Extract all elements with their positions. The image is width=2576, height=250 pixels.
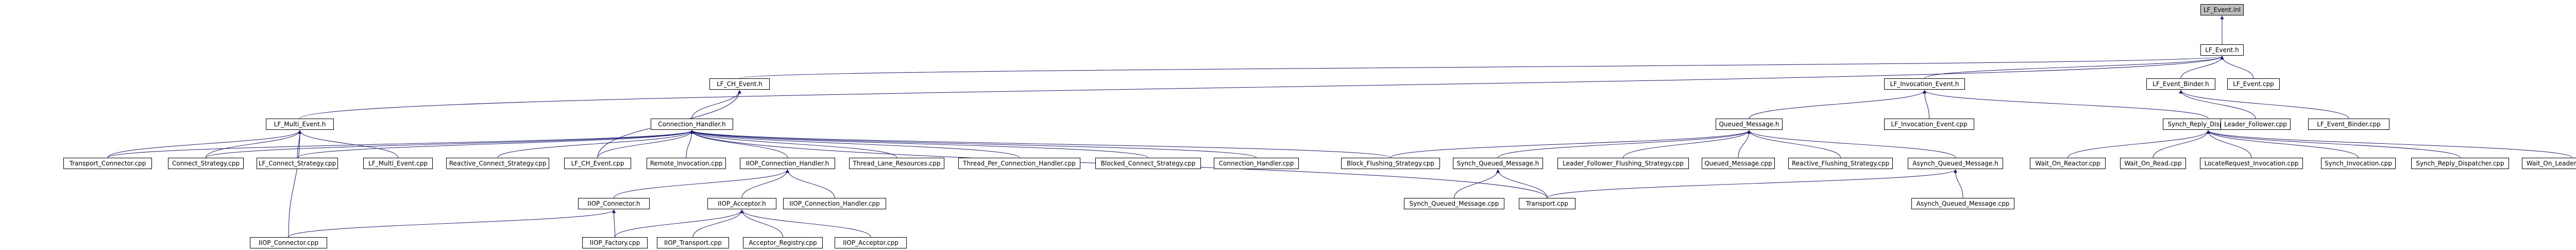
edge-wait-on-leader-follower-cpp-to-synch-reply-dispatcher-h — [2206, 130, 2572, 158]
edge-acceptor-registry-cpp-to-iiop-acceptor-h — [740, 209, 783, 238]
edge-iiop-acceptor-h-to-iiop-connection-handler-h — [741, 169, 789, 198]
edge-iiop-factory-cpp-to-iiop-acceptor-h — [615, 209, 744, 238]
edge-reactive-flushing-strategy-cpp-to-queued-message-h — [1747, 130, 1841, 158]
edge-synch-reply-dispatcher-h-to-lf-invocation-event-h — [1923, 90, 2209, 119]
edge-localerequest-invocation-cpp-to-synch-reply-dispatcher-h — [2206, 130, 2252, 158]
graph-node-synch-reply-dispatcher-cpp[interactable]: Synch_Reply_Dispatcher.cpp — [2411, 158, 2509, 169]
graph-node-lf-ch-event-cpp[interactable]: LF_CH_Event.cpp — [564, 158, 631, 169]
graph-node-iiop-transport-cpp[interactable]: IIOP_Transport.cpp — [657, 237, 729, 248]
edge-iiop-connector-cpp-to-lf-multi-event-h — [288, 130, 302, 238]
graph-node-asynch-queued-message-cpp[interactable]: Asynch_Queued_Message.cpp — [1911, 198, 2014, 209]
edge-iiop-acceptor-cpp-to-iiop-acceptor-h — [740, 209, 871, 238]
edge-iiop-connector-cpp-to-iiop-connector-h — [288, 209, 616, 238]
edge-reactive-connect-strategy-cpp-to-connection-handler-h — [497, 130, 694, 158]
edge-iiop-factory-cpp-to-iiop-connector-h — [612, 209, 616, 238]
graph-node-queued-message-h[interactable]: Queued_Message.h — [1716, 119, 1783, 130]
edge-wait-on-reactor-cpp-to-synch-reply-dispatcher-h — [2067, 130, 2210, 158]
graph-node-lf-event-cpp[interactable]: LF_Event.cpp — [2227, 78, 2280, 90]
graph-node-leader-follower-cpp[interactable]: Leader_Follower.cpp — [2221, 119, 2291, 130]
graph-node-thread-lane-resources-cpp[interactable]: Thread_Lane_Resources.cpp — [849, 158, 944, 169]
graph-node-iiop-connector-cpp[interactable]: IIOP_Connector.cpp — [250, 237, 327, 248]
edge-lf-multi-event-h-to-lf-event-h — [299, 56, 2224, 119]
edge-transport-connector-cpp-to-lf-multi-event-h — [107, 130, 302, 158]
graph-node-block-flushing-strategy-cpp[interactable]: Block_Flushing_Strategy.cpp — [1341, 158, 1440, 169]
graph-node-lf-event-binder-h[interactable]: LF_Event_Binder.h — [2146, 78, 2215, 90]
edge-connection-handler-cpp-to-connection-handler-h — [690, 130, 1257, 158]
graph-node-transport-connector-cpp[interactable]: Transport_Connector.cpp — [63, 158, 152, 169]
edge-thread-lane-resources-cpp-to-connection-handler-h — [690, 130, 897, 158]
graph-node-iiop-connection-handler-cpp[interactable]: IIOP_Connection_Handler.cpp — [783, 198, 886, 209]
edge-blocked-connect-strategy-cpp-to-connection-handler-h — [690, 130, 1148, 158]
graph-node-lf-event-binder-cpp[interactable]: LF_Event_Binder.cpp — [2308, 119, 2389, 130]
edge-synch-invocation-cpp-to-synch-reply-dispatcher-h — [2206, 130, 2359, 158]
graph-node-lf-connect-strategy-cpp[interactable]: LF_Connect_Strategy.cpp — [257, 158, 338, 169]
edge-synch-queued-message-h-to-queued-message-h — [1498, 130, 1751, 158]
edge-connect-strategy-cpp-to-lf-multi-event-h — [206, 130, 302, 158]
graph-node-transport-cpp[interactable]: Transport.cpp — [1519, 198, 1575, 209]
edge-thread-per-connection-handler-cpp-to-connection-handler-h — [690, 130, 1020, 158]
graph-node-iiop-connector-h[interactable]: IIOP_Connector.h — [578, 198, 650, 209]
graph-node-lf-multi-event-h[interactable]: LF_Multi_Event.h — [266, 119, 334, 130]
edge-queued-message-h-to-lf-invocation-event-h — [1749, 90, 1926, 119]
graph-node-lf-event-inl[interactable]: LF_Event.inl — [2200, 4, 2244, 15]
graph-node-asynch-queued-message-h[interactable]: Asynch_Queued_Message.h — [1908, 158, 2003, 169]
graph-node-lf-event-h[interactable]: LF_Event.h — [2200, 44, 2244, 56]
graph-node-wait-on-leader-follower-cpp[interactable]: Wait_On_Leader_Follower.cpp — [2522, 158, 2576, 169]
edge-leader-follower-cpp-to-lf-event-binder-h — [2179, 90, 2256, 119]
graph-node-blocked-connect-strategy-cpp[interactable]: Blocked_Connect_Strategy.cpp — [1095, 158, 1201, 169]
edge-lf-ch-event-cpp-to-connection-handler-h — [597, 130, 694, 158]
edge-queued-message-cpp-to-queued-message-h — [1738, 130, 1751, 158]
graph-node-connection-handler-h[interactable]: Connection_Handler.h — [651, 119, 733, 130]
edge-lf-multi-event-cpp-to-lf-multi-event-h — [298, 130, 398, 158]
graph-node-lf-multi-event-cpp[interactable]: LF_Multi_Event.cpp — [363, 158, 433, 169]
graph-node-synch-invocation-cpp[interactable]: Synch_Invocation.cpp — [2321, 158, 2396, 169]
edge-transport-cpp-to-asynch-queued-message-h — [1547, 169, 1957, 198]
edge-lf-cf-event-h-to-lf-event-h — [739, 56, 2224, 79]
graph-node-lf-invocation-event-h[interactable]: LF_Invocation_Event.h — [1884, 78, 1965, 90]
edge-asynch-queued-message-cpp-to-asynch-queued-message-h — [1954, 169, 1963, 198]
edge-transport-connector-cpp-to-connection-handler-h — [107, 130, 694, 158]
edge-asynch-queued-message-h-to-queued-message-h — [1747, 130, 1956, 158]
edge-lf-event-binder-cpp-to-lf-event-binder-h — [2179, 90, 2349, 119]
graph-node-reactive-flushing-strategy-cpp[interactable]: Reactive_Flushing_Strategy.cpp — [1788, 158, 1893, 169]
graph-node-connect-strategy-cpp[interactable]: Connect_Strategy.cpp — [168, 158, 244, 169]
graph-node-queued-message-cpp[interactable]: Queued_Message.cpp — [1702, 158, 1775, 169]
graph-node-remote-invocation-cpp[interactable]: Remote_Invocation.cpp — [647, 158, 726, 169]
edge-synch-queued-message-cpp-to-synch-queued-message-h — [1454, 169, 1500, 198]
edge-lf-connect-strategy-cpp-to-connection-handler-h — [297, 130, 694, 158]
graph-node-iiop-connection-handler-h[interactable]: IIOP_Connection_Handler.h — [740, 158, 835, 169]
graph-node-wait-on-read-cpp[interactable]: Wait_On_Read.cpp — [2120, 158, 2186, 169]
edge-iiop-connection-handler-h-to-connection-handler-h — [690, 130, 788, 158]
edge-leader-follower-flushing-strategy-cpp-to-queued-message-h — [1623, 130, 1751, 158]
edge-wait-on-read-cpp-to-synch-reply-dispatcher-h — [2153, 130, 2210, 158]
graph-node-iiop-factory-cpp[interactable]: IIOP_Factory.cpp — [582, 237, 648, 248]
edge-block-flushing-strategy-cpp-to-connection-handler-h — [690, 130, 1391, 158]
graph-node-synch-queued-message-h[interactable]: Synch_Queued_Message.h — [1453, 158, 1543, 169]
graph-node-synch-queued-message-cpp[interactable]: Synch_Queued_Message.cpp — [1404, 198, 1504, 209]
graph-node-lf-cf-event-h[interactable]: LF_CH_Event.h — [709, 78, 770, 90]
graph-node-iiop-acceptor-h[interactable]: IIOP_Acceptor.h — [707, 198, 776, 209]
edge-iiop-connector-h-to-iiop-connection-handler-h — [614, 169, 789, 198]
graph-node-connection-handler-cpp[interactable]: Connection_Handler.cpp — [1214, 158, 1299, 169]
graph-node-lf-invocation-event-cpp[interactable]: LF_Invocation_Event.cpp — [1884, 119, 1974, 130]
edge-connect-strategy-cpp-to-connection-handler-h — [206, 130, 694, 158]
graph-node-wait-on-reactor-cpp[interactable]: Wait_On_Reactor.cpp — [2030, 158, 2106, 169]
graph-node-leader-follower-flushing-strategy-cpp[interactable]: Leader_Follower_Flushing_Strategy.cpp — [1557, 158, 1689, 169]
graph-node-acceptor-registry-cpp[interactable]: Acceptor_Registry.cpp — [743, 237, 823, 248]
edge-transport-cpp-to-synch-queued-message-h — [1496, 169, 1548, 198]
edge-block-flushing-strategy-cpp-to-queued-message-h — [1390, 130, 1751, 158]
edge-iiop-transport-cpp-to-iiop-acceptor-h — [692, 209, 744, 238]
edge-connection-handler-h-to-lf-cf-event-h — [691, 90, 741, 119]
graph-node-localerequest-invocation-cpp[interactable]: LocateRequest_Invocation.cpp — [2200, 158, 2303, 169]
graph-node-reactive-connect-strategy-cpp[interactable]: Reactive_Connect_Strategy.cpp — [446, 158, 549, 169]
edge-synch-reply-dispatcher-cpp-to-synch-reply-dispatcher-h — [2206, 130, 2461, 158]
edge-iiop-connection-handler-cpp-to-iiop-connection-handler-h — [786, 169, 835, 198]
graph-node-thread-per-connection-handler-cpp[interactable]: Thread_Per_Connection_Handler.cpp — [958, 158, 1080, 169]
graph-node-iiop-acceptor-cpp[interactable]: IIOP_Acceptor.cpp — [835, 237, 907, 248]
